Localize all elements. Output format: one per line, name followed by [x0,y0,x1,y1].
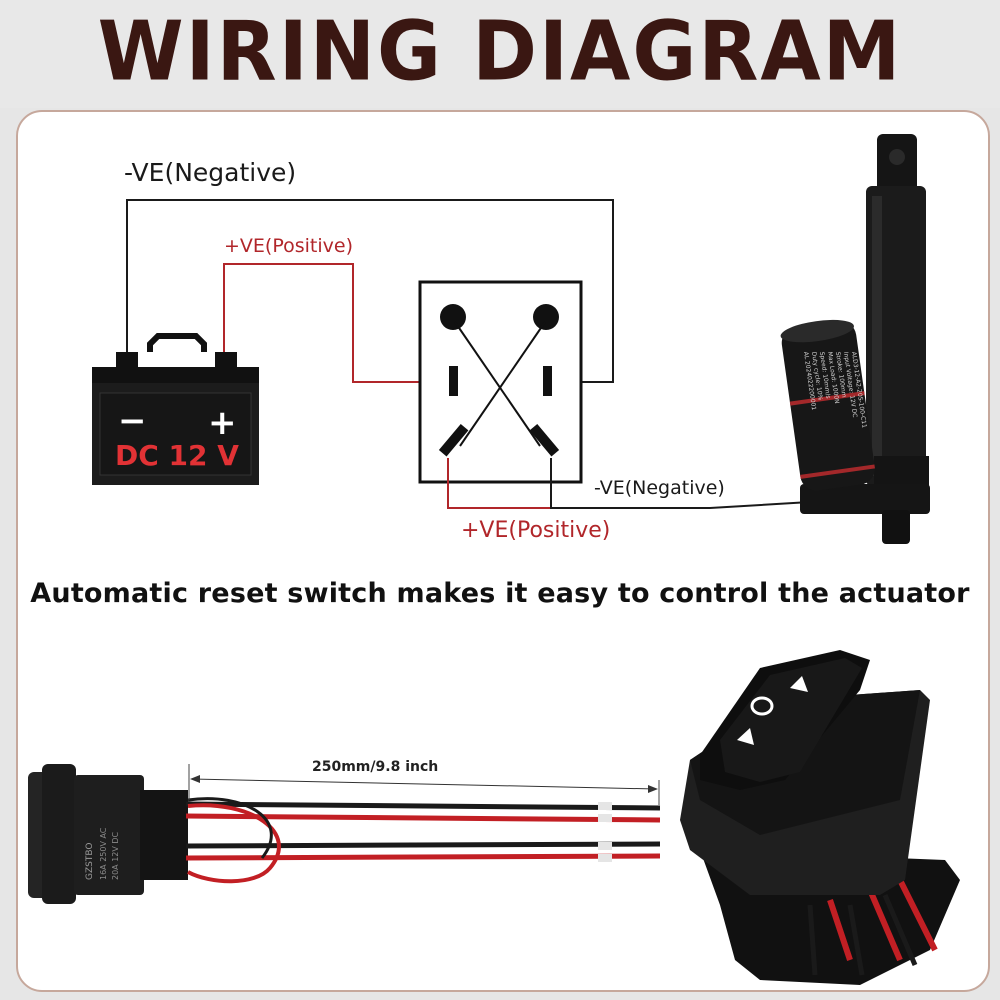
battery-minus-sign: − [118,401,147,441]
top-positive-label: +VE(Positive) [224,235,353,257]
page-title: WIRING DIAGRAM [97,4,903,100]
battery-plus-sign: + [208,403,237,443]
battery-negative-wire [126,199,614,383]
up-arrow-icon [790,676,808,692]
rocker-switch-side-view: GZSTBO 16A 250V AC 20A 12V DC [28,764,188,904]
battery-icon: − + DC 12 V [92,333,259,485]
actuator-positive-label: +VE(Positive) [461,518,610,543]
actuator-negative-wire [550,458,811,509]
down-arrow-icon [737,728,754,745]
switch-schematic [418,280,583,484]
rocker-switch-front-view [680,650,960,985]
top-negative-label: -VE(Negative) [124,158,296,187]
center-off-icon [750,696,774,716]
cable-length-dimension: 250mm/9.8 inch [188,759,660,805]
cable-length-label: 250mm/9.8 inch [312,759,438,775]
switch-rating-dc: 20A 12V DC [111,831,120,880]
cable-bundle [185,797,661,884]
actuator-negative-label: -VE(Negative) [594,477,725,499]
title-banner: WIRING DIAGRAM [0,0,1000,108]
caption-text: Automatic reset switch makes it easy to … [30,578,970,609]
battery-positive-wire [223,263,451,383]
switch-brand-text: GZSTBO [85,843,95,880]
switch-rating-ac: 16A 250V AC [99,827,108,880]
battery-voltage-label: DC 12 V [115,439,239,472]
